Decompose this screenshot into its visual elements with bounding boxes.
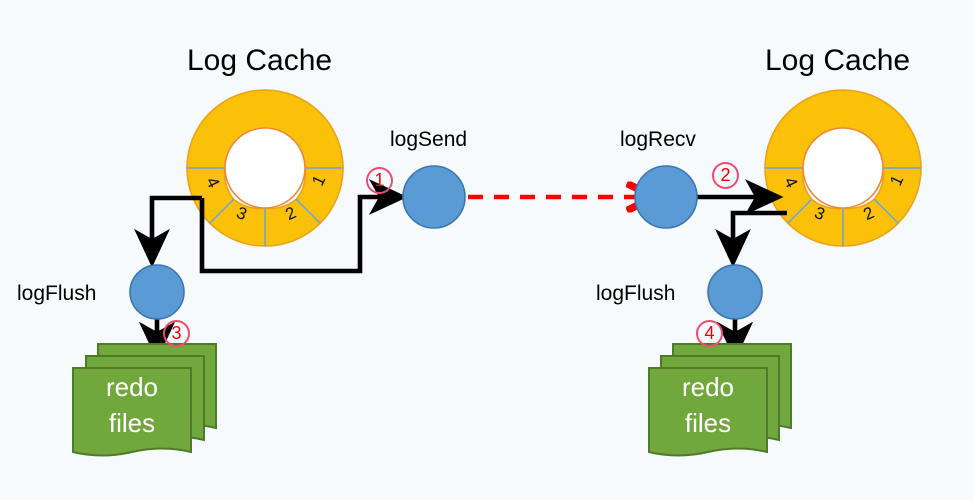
left-redo-file-sheet-front — [72, 367, 192, 457]
step-badge-4: 4 — [696, 320, 723, 347]
step-badge-3: 3 — [163, 320, 190, 347]
left-cache-title: Log Cache — [187, 44, 333, 77]
right-log-cache-donut — [764, 89, 922, 247]
left-redo-files-stack[interactable] — [72, 343, 217, 457]
left-cache-dividers — [187, 167, 343, 246]
right-cache-title: Log Cache — [765, 44, 911, 77]
right-redo-files-line2: files — [684, 408, 732, 438]
step-badge-2: 2 — [712, 162, 739, 189]
left-connector-cache-to-logsend — [199, 179, 408, 274]
right-redo-file-sheet-front — [648, 367, 768, 457]
left-cache-hole — [224, 127, 306, 209]
right-connector-cache-to-logflush — [715, 210, 787, 268]
left-logflush-label: logFlush — [17, 282, 97, 305]
right-cache-dividers — [765, 167, 921, 246]
logsend-label: logSend — [390, 128, 468, 151]
right-redo-files-line1: redo — [681, 372, 735, 402]
logrecv-node[interactable] — [634, 165, 698, 229]
left-redo-files-line1: redo — [105, 372, 159, 402]
logsend-node[interactable] — [402, 165, 466, 229]
left-redo-files-line2: files — [108, 408, 156, 438]
right-logflush-node[interactable] — [707, 264, 763, 320]
step-badge-1: 1 — [366, 167, 393, 194]
left-log-cache-donut — [186, 89, 344, 247]
left-logflush-node[interactable] — [129, 264, 185, 320]
right-cache-hole — [802, 127, 884, 209]
right-redo-files-stack[interactable] — [648, 343, 792, 457]
left-connector-cache-to-logflush — [134, 195, 202, 268]
logrecv-label: logRecv — [620, 128, 696, 151]
right-logflush-label: logFlush — [596, 282, 676, 305]
